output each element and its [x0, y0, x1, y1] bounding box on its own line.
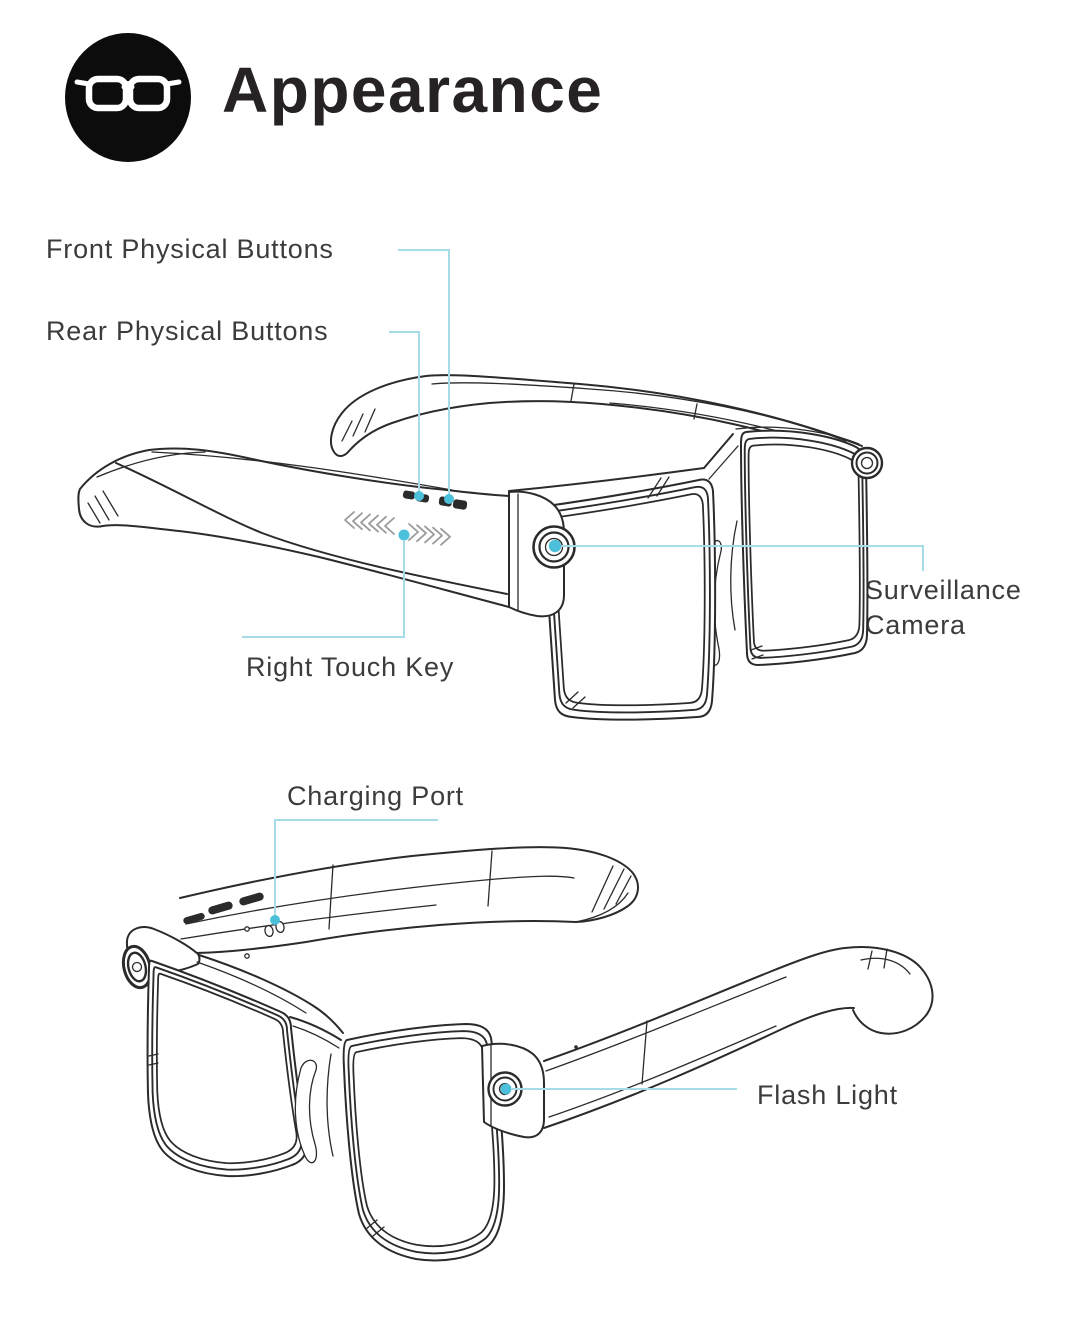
right-touch-key-label: Right Touch Key — [246, 652, 455, 682]
top-glasses-drawing — [77, 374, 884, 721]
surveillance-camera-leader-line — [562, 545, 924, 571]
rear-physical-buttons-label: Rear Physical Buttons — [46, 316, 329, 346]
front-buttons-marker-dot — [444, 494, 454, 504]
rear-buttons-marker-dot — [414, 491, 424, 501]
rear-buttons-leader-line — [389, 331, 420, 493]
charging-port-leader-line — [274, 819, 438, 916]
screw-hole — [244, 926, 250, 932]
rear-physical-button-inner — [183, 912, 205, 925]
right-lens-rear — [146, 959, 308, 1178]
right-temple-arm — [77, 447, 510, 608]
flash-light-marker-dot — [500, 1083, 512, 1095]
charging-port-label: Charging Port — [287, 781, 464, 811]
right-temple-inner-face — [172, 846, 639, 955]
surveillance-camera-marker-dot — [548, 539, 562, 553]
front-physical-button — [452, 499, 468, 510]
right-touch-key-leader-line — [242, 541, 405, 638]
front-physical-buttons-label: Front Physical Buttons — [46, 234, 334, 264]
glasses-glyph — [74, 75, 182, 112]
glasses-icon — [64, 32, 192, 163]
camera-barrel-rings — [121, 944, 153, 990]
left-temple-arm-rear — [543, 946, 934, 1129]
screw-hole — [244, 953, 250, 959]
mic-hole — [574, 1045, 578, 1049]
front-physical-button-inner — [239, 892, 264, 906]
bridge-and-nose-pads-rear — [289, 1016, 342, 1164]
rear-physical-button — [402, 490, 416, 500]
bottom-glasses-drawing — [121, 846, 934, 1262]
front-buttons-leader-line — [398, 249, 450, 496]
callout-leader-lines — [242, 249, 924, 1095]
page-title: Appearance — [222, 54, 604, 126]
left-lens-rear — [342, 1023, 505, 1262]
charging-port-marker-dot — [270, 915, 280, 925]
charging-port-contacts — [264, 920, 285, 938]
touch-key-chevrons — [344, 511, 451, 546]
flash-light-label: Flash Light — [757, 1080, 898, 1110]
flash-corner-block — [481, 1042, 545, 1139]
surveillance-camera-label: Surveillance Camera — [865, 575, 1022, 640]
camera-corner-block — [121, 926, 344, 1034]
inner-temple-details — [183, 892, 285, 959]
left-hinge-camera-rings — [850, 446, 884, 480]
right-touch-key-marker-dot — [398, 529, 410, 541]
physical-button-inner — [208, 901, 233, 915]
